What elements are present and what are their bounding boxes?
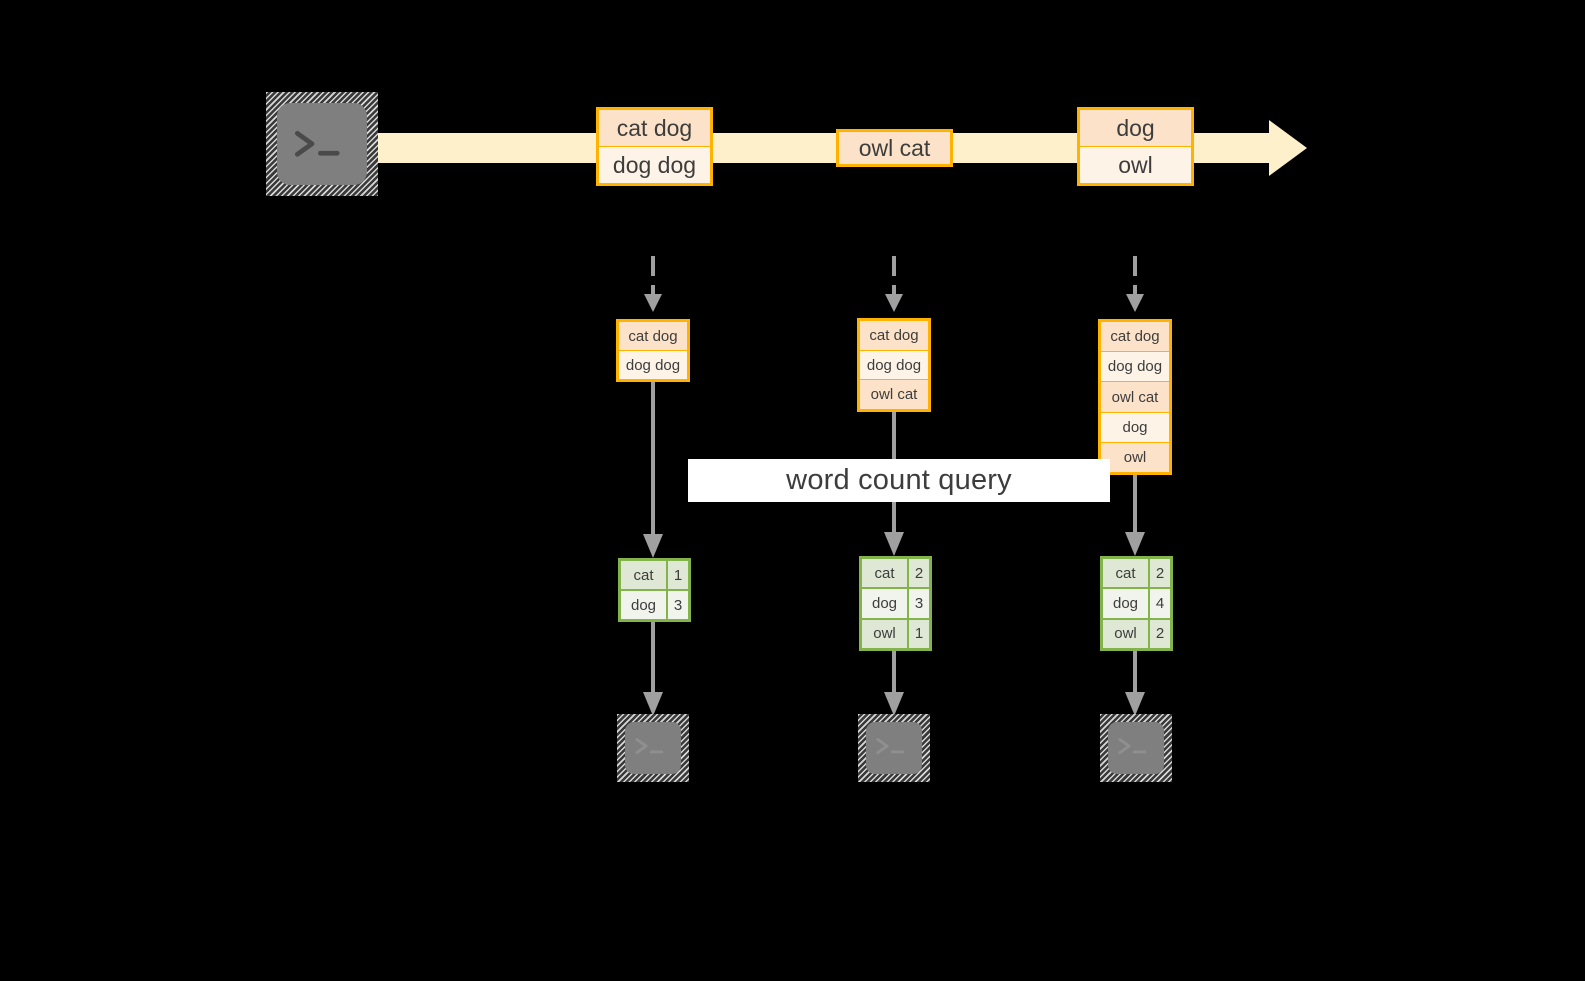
dashed-connector-3 xyxy=(1126,256,1144,312)
result-word: cat xyxy=(621,561,668,589)
producer-terminal-icon xyxy=(266,92,378,196)
result-count: 2 xyxy=(914,564,924,582)
result-word: owl xyxy=(862,619,909,648)
result-word: cat xyxy=(862,559,909,588)
terminal-screen xyxy=(625,722,681,774)
query-connector-3 xyxy=(1125,475,1145,556)
table-row: dog 3 xyxy=(862,589,929,620)
snapshot-line: dog xyxy=(1101,412,1169,443)
table-row: owl 1 xyxy=(862,619,929,648)
dashed-connector-2 xyxy=(885,256,903,312)
output-connector-3 xyxy=(1125,651,1145,716)
result-count: 1 xyxy=(673,566,683,584)
result-count: 2 xyxy=(1155,625,1165,643)
snapshot-line: owl cat xyxy=(860,380,928,410)
snapshot-line: dog dog xyxy=(1101,352,1169,383)
query-label-text: word count query xyxy=(786,464,1012,496)
stream-event-line: dog xyxy=(1080,110,1191,147)
snapshot-box-3: cat dog dog dog owl cat dog owl xyxy=(1098,319,1172,475)
snapshot-line: cat dog xyxy=(860,321,928,351)
result-count: 3 xyxy=(914,594,924,612)
consumer-terminal-icon-3 xyxy=(1100,714,1172,782)
terminal-prompt-icon xyxy=(1118,738,1147,755)
table-row: cat 2 xyxy=(1103,559,1170,590)
result-table-1: cat 1 dog 3 xyxy=(618,558,691,622)
terminal-prompt-icon xyxy=(295,131,340,157)
result-count: 4 xyxy=(1155,594,1165,612)
result-count: 1 xyxy=(914,625,924,643)
table-row: dog 3 xyxy=(621,591,688,619)
table-row: dog 4 xyxy=(1103,589,1170,620)
result-table-2: cat 2 dog 3 owl 1 xyxy=(859,556,932,651)
snapshot-line: owl cat xyxy=(1101,382,1169,413)
stream-event-line: owl xyxy=(1080,147,1191,183)
stream-timeline-arrowhead xyxy=(1269,120,1307,176)
table-row: cat 1 xyxy=(621,561,688,591)
stream-event-1: cat dog dog dog xyxy=(596,107,713,186)
result-word: owl xyxy=(1103,619,1150,648)
terminal-screen xyxy=(1108,722,1164,774)
result-count: 3 xyxy=(673,596,683,614)
stream-event-line: owl cat xyxy=(839,132,950,164)
result-word: dog xyxy=(862,589,909,618)
output-connector-2 xyxy=(884,651,904,716)
result-word: dog xyxy=(1103,589,1150,618)
stream-event-line: dog dog xyxy=(599,147,710,183)
terminal-prompt-icon xyxy=(876,738,905,755)
query-label-banner: word count query xyxy=(688,459,1110,502)
stream-event-3: dog owl xyxy=(1077,107,1194,186)
snapshot-line: owl xyxy=(1101,442,1169,473)
terminal-prompt-icon xyxy=(635,738,664,755)
query-connector-1 xyxy=(643,382,663,558)
terminal-screen xyxy=(277,103,367,185)
consumer-terminal-icon-1 xyxy=(617,714,689,782)
stream-event-line: cat dog xyxy=(599,110,710,147)
result-table-3: cat 2 dog 4 owl 2 xyxy=(1100,556,1173,651)
result-word: cat xyxy=(1103,559,1150,588)
terminal-screen xyxy=(866,722,922,774)
dashed-connector-1 xyxy=(644,256,662,312)
snapshot-box-1: cat dog dog dog xyxy=(616,319,690,382)
consumer-terminal-icon-2 xyxy=(858,714,930,782)
snapshot-box-2: cat dog dog dog owl cat xyxy=(857,318,931,412)
result-word: dog xyxy=(621,591,668,619)
snapshot-line: cat dog xyxy=(619,322,687,351)
snapshot-line: dog dog xyxy=(860,350,928,381)
snapshot-line: cat dog xyxy=(1101,322,1169,353)
table-row: owl 2 xyxy=(1103,619,1170,648)
result-count: 2 xyxy=(1155,564,1165,582)
output-connector-1 xyxy=(643,622,663,716)
snapshot-line: dog dog xyxy=(619,351,687,379)
stream-event-2: owl cat xyxy=(836,129,953,167)
table-row: cat 2 xyxy=(862,559,929,590)
